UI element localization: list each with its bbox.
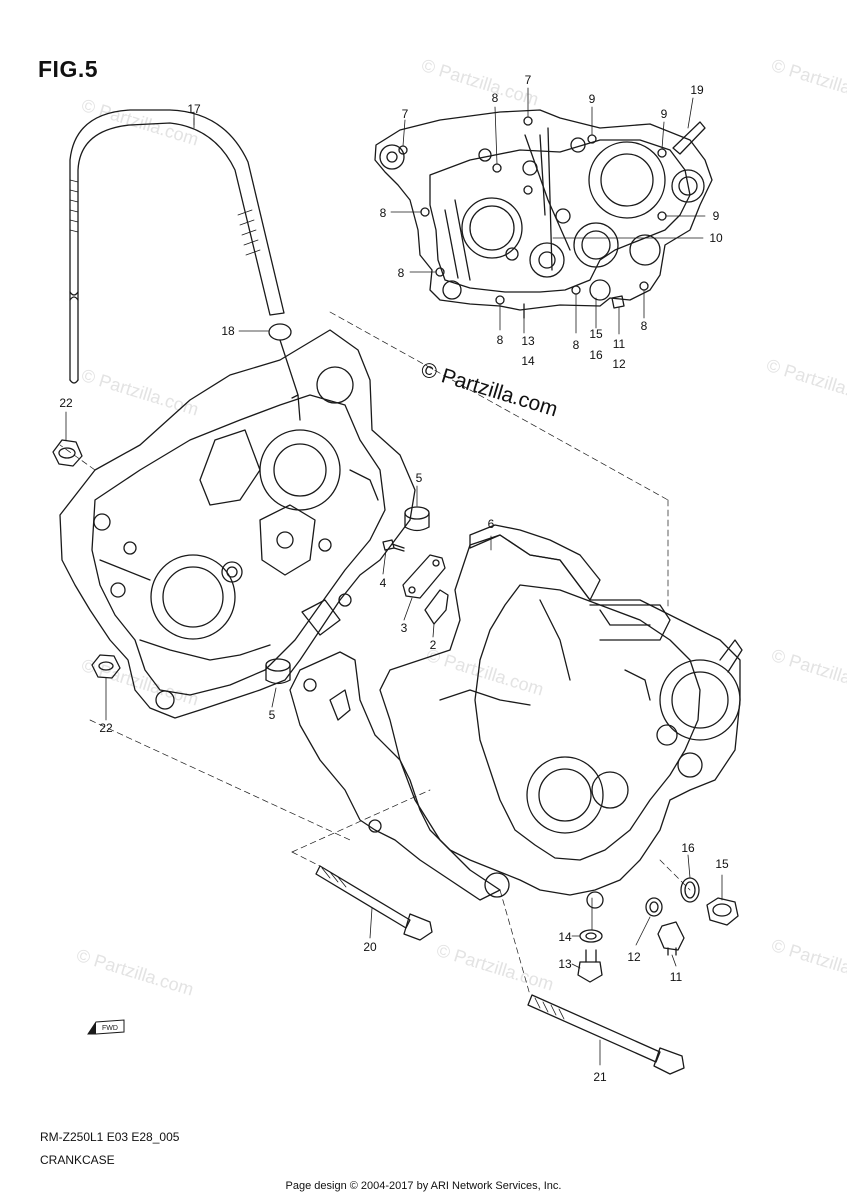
- o-ring-12: [645, 897, 663, 917]
- forward-arrow-icon: FWD: [87, 1019, 125, 1035]
- drain-plug-15: [706, 897, 739, 926]
- nut-bottom: [91, 654, 121, 679]
- callout-label: 6: [487, 517, 495, 531]
- callout-label: 13: [558, 957, 572, 971]
- callout-label: 4: [379, 576, 387, 590]
- callout-label: 22: [99, 721, 113, 735]
- diagram-caption: CRANKCASE: [40, 1153, 115, 1167]
- fwd-label: FWD: [102, 1025, 118, 1032]
- callout-label: 8: [491, 91, 499, 105]
- crankcase-gasket: [289, 524, 601, 901]
- right-crankcase: [379, 534, 743, 909]
- callout-label: 5: [268, 708, 276, 722]
- callout-label: 13: [521, 334, 535, 348]
- callout-label: 17: [187, 102, 201, 116]
- plate-bolt: [382, 539, 405, 552]
- callout-label: 18: [221, 324, 235, 338]
- leader-lines-lower: [65, 111, 723, 1066]
- callout-label: 12: [627, 950, 641, 964]
- callout-label: 21: [593, 1070, 607, 1084]
- model-code: RM-Z250L1 E03 E28_005: [40, 1130, 180, 1144]
- callout-label: 20: [363, 940, 377, 954]
- callout-label: 11: [612, 337, 626, 351]
- callout-label: 12: [612, 357, 626, 371]
- page-footer: Page design © 2004-2017 by ARI Network S…: [285, 1180, 562, 1192]
- callout-label: 16: [589, 348, 603, 362]
- callout-label: 3: [400, 621, 408, 635]
- callout-label: 16: [681, 841, 695, 855]
- callout-label: 14: [521, 354, 535, 368]
- long-bolt-20: [315, 865, 433, 941]
- callout-label: 2: [429, 638, 437, 652]
- washer-14: [579, 929, 603, 943]
- callout-label: 15: [715, 857, 729, 871]
- callout-label: 22: [59, 396, 73, 410]
- plug-11: [657, 921, 685, 956]
- callout-label: 5: [415, 471, 423, 485]
- nut-top: [52, 439, 83, 467]
- leader-lines-top: [390, 87, 706, 335]
- callout-label: 9: [588, 92, 596, 106]
- left-crankcase: [59, 329, 416, 719]
- guide-lines: [59, 311, 691, 996]
- cover-plate: [402, 554, 446, 599]
- callout-label: 11: [669, 970, 683, 984]
- callout-label: 8: [572, 338, 580, 352]
- callout-label: 19: [690, 83, 704, 97]
- breather-hose: [69, 109, 285, 384]
- washer-18: [268, 323, 299, 396]
- plate-gasket: [424, 589, 449, 625]
- callout-label: 10: [709, 231, 723, 245]
- bushing-bottom: [265, 658, 291, 685]
- callout-label: 8: [379, 206, 387, 220]
- bushing-top: [404, 506, 430, 532]
- callout-label: 9: [712, 209, 720, 223]
- callout-label: 14: [558, 930, 572, 944]
- callout-label: 8: [397, 266, 405, 280]
- bolt-13: [577, 949, 603, 983]
- crankcase-inner-view: [374, 109, 713, 319]
- figure-title: FIG.5: [38, 56, 99, 82]
- callout-label: 8: [496, 333, 504, 347]
- callout-label: 8: [640, 319, 648, 333]
- long-bolt-21: [527, 994, 685, 1075]
- callout-label: 7: [401, 107, 409, 121]
- callout-label: 15: [589, 327, 603, 341]
- callout-label: 7: [524, 73, 532, 87]
- callout-label: 9: [660, 107, 668, 121]
